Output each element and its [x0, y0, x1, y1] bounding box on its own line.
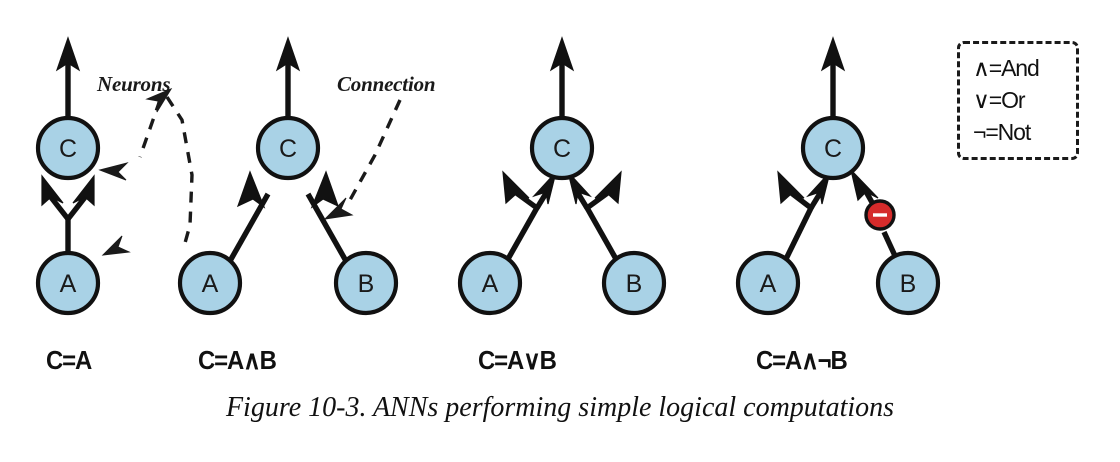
formula-identity: C=A: [46, 345, 92, 375]
neuron-c-identity-label: C: [59, 135, 77, 163]
neuron-a-and-not: [735, 250, 801, 316]
figure-caption: Figure 10-3. ANNs performing simple logi…: [225, 392, 895, 423]
output-arrow-identity: [55, 36, 81, 118]
neuron-c-or-label: C: [553, 135, 571, 163]
neuron-b-and-not: [875, 250, 941, 316]
neuron-c-and-not: [800, 115, 866, 181]
formula-and-not: C=A∧¬B: [756, 345, 848, 375]
legend-row-not: ¬=Not: [973, 119, 1031, 145]
callout-connection: [323, 99, 402, 220]
neuron-a-identity-label: A: [60, 270, 77, 298]
callout-neurons: [98, 87, 194, 256]
connection-a-to-c-identity: [41, 174, 95, 255]
connection-b-to-c-and-not-inhibitory: [849, 168, 899, 260]
neuron-c-and: [255, 115, 321, 181]
legend-row-and: ∧=And: [973, 55, 1040, 81]
neuron-b-or: [601, 250, 667, 316]
neuron-c-or: [529, 115, 595, 181]
connection-a-to-c-and-not: [777, 170, 831, 261]
network-and-not: C A B: [735, 36, 941, 316]
annotation-connection: Connection: [337, 72, 436, 96]
network-or: C A B: [457, 36, 667, 316]
output-arrow-and: [275, 36, 301, 118]
formula-or: C=A∨B: [478, 345, 557, 375]
neuron-a-and-label: A: [202, 270, 219, 298]
connection-b-to-c-or: [567, 170, 622, 261]
connection-a-to-c-and: [227, 170, 271, 263]
neuron-b-and-label: B: [358, 270, 375, 298]
legend-row-or: ∨=Or: [973, 87, 1026, 113]
annotation-neurons: Neurons: [97, 72, 171, 96]
output-arrow-and-not: [820, 36, 846, 118]
network-identity: C A: [35, 36, 101, 316]
neuron-c-identity: [35, 115, 101, 181]
neuron-b-and-not-label: B: [900, 270, 917, 298]
legend-list: ∧=And ∨=Or ¬=Not: [973, 52, 1040, 148]
legend-box: ∧=And ∨=Or ¬=Not: [957, 41, 1079, 160]
neuron-a-and-not-label: A: [760, 270, 777, 298]
network-and: C A B: [177, 36, 399, 316]
formula-and: C=A∧B: [198, 345, 277, 375]
neuron-a-or: [457, 250, 523, 316]
neuron-a-or-label: A: [482, 270, 499, 298]
neuron-c-and-not-label: C: [824, 135, 842, 163]
neuron-b-and: [333, 250, 399, 316]
neuron-a-identity: [35, 250, 101, 316]
neuron-a-and: [177, 250, 243, 316]
neuron-c-and-label: C: [279, 135, 297, 163]
neuron-b-or-label: B: [626, 270, 643, 298]
connection-a-to-c-or: [502, 170, 557, 261]
connection-b-to-c-and: [305, 170, 349, 263]
output-arrow-or: [549, 36, 575, 118]
